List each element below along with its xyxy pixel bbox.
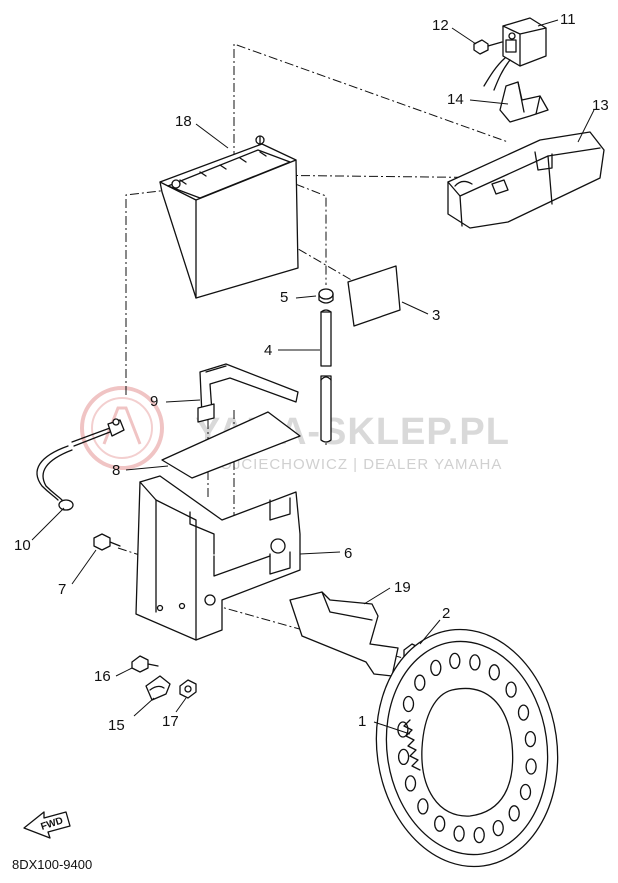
watermark-logo [80, 386, 164, 470]
disc-hole [469, 654, 481, 671]
callout-10: 10 [14, 537, 31, 554]
battery-pad [347, 265, 401, 327]
callout-7: 7 [58, 581, 66, 598]
relay-bracket [499, 81, 549, 123]
callout-9: 9 [150, 393, 158, 410]
hose-clamp [145, 675, 171, 701]
callout-15: 15 [108, 717, 125, 734]
disc-hole [517, 704, 530, 721]
forward-arrow-icon: FWD [23, 811, 71, 839]
disc-hole [449, 652, 461, 670]
battery-cover [447, 131, 605, 229]
disc-hole [397, 748, 410, 766]
breather-hose [320, 309, 332, 443]
callout-6: 6 [344, 545, 352, 562]
protector-plate [289, 591, 399, 677]
disc-hole [404, 775, 417, 792]
clamp-nut [179, 679, 197, 699]
disc-hole [525, 758, 537, 775]
brake-disc [375, 628, 559, 868]
callout-8: 8 [112, 462, 120, 479]
case-bolt [93, 533, 121, 551]
disc-hole [519, 783, 532, 801]
disc-hole [453, 825, 465, 842]
relay-bolt [473, 39, 503, 55]
callout-5: 5 [280, 289, 288, 306]
disc-holes [397, 652, 537, 844]
callout-2: 2 [442, 605, 450, 622]
watermark-subtitle: WOJCIECHOWICZ | DEALER YAMAHA [205, 456, 502, 473]
callout-12: 12 [432, 17, 449, 34]
callout-18: 18 [175, 113, 192, 130]
negative-lead [36, 418, 125, 511]
battery-case [135, 475, 301, 641]
callout-11: 11 [560, 11, 576, 28]
callout-4: 4 [264, 342, 272, 359]
callout-17: 17 [162, 713, 179, 730]
disc-hole [417, 798, 429, 815]
battery [159, 135, 299, 299]
callout-14: 14 [447, 91, 464, 108]
disc-hole [434, 815, 446, 832]
callout-16: 16 [94, 668, 111, 685]
callouts: 11 12 14 13 18 5 3 4 9 8 10 6 7 19 2 16 … [14, 11, 609, 734]
clamp-bolt [131, 655, 159, 673]
disc-hole [414, 674, 426, 691]
disc-hole [505, 681, 517, 698]
leader-lines [31, 19, 595, 735]
battery-band [197, 363, 299, 423]
starter-relay [483, 17, 547, 91]
disc-hole [473, 826, 485, 844]
disc-hole [508, 805, 520, 822]
vent-hose-clip [318, 288, 334, 304]
disc-hole [402, 695, 415, 713]
callout-1: 1 [358, 713, 366, 730]
battery-plate [161, 411, 301, 479]
disc-hole [492, 819, 504, 837]
callout-19: 19 [394, 579, 411, 596]
diagram-code: 8DX100-9400 [12, 857, 92, 872]
disc-hole [488, 664, 500, 681]
disc-hole [430, 659, 442, 677]
callout-13: 13 [592, 97, 609, 114]
callout-3: 3 [432, 307, 440, 324]
disc-hole [524, 730, 537, 748]
